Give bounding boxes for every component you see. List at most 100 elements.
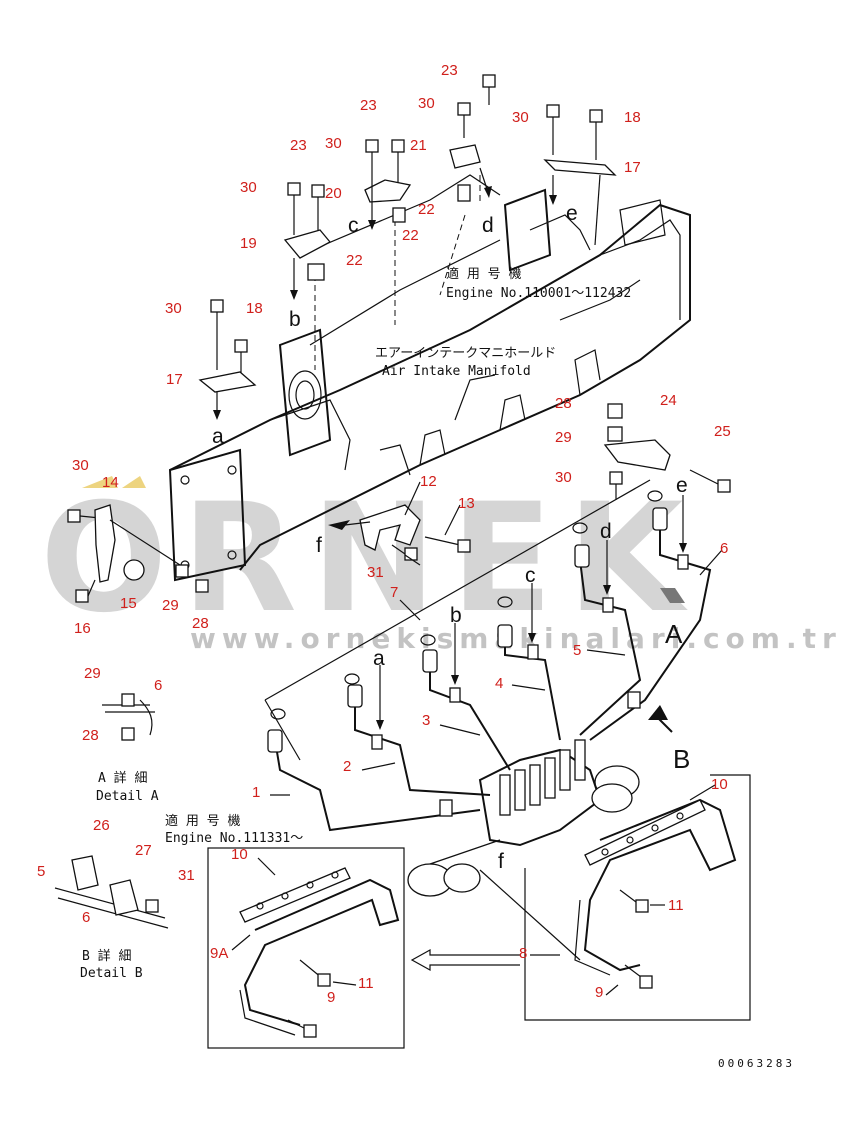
leader-line	[309, 239, 501, 346]
leader-line	[299, 174, 501, 256]
leader-line	[594, 174, 601, 246]
callout-18: 18	[624, 109, 641, 126]
bolt-23	[311, 184, 325, 230]
bolt-9	[287, 1019, 317, 1038]
callout-30: 30	[512, 109, 529, 126]
callout-29: 29	[555, 429, 572, 446]
bolt-30	[287, 182, 301, 235]
ref-letter-f: f	[498, 850, 504, 873]
watermark-accent	[82, 476, 146, 488]
callout-18: 18	[246, 300, 263, 317]
inset-frame-left	[207, 847, 405, 1049]
assembly-line	[439, 214, 466, 296]
view-label-b: B	[673, 744, 690, 774]
callout-30: 30	[555, 469, 572, 486]
callout-30: 30	[325, 135, 342, 152]
callout-3: 3	[422, 712, 430, 729]
detail-b-title-jp: B 詳 細	[82, 948, 131, 964]
clamp-rail-10	[584, 799, 706, 866]
callout-22: 22	[402, 227, 419, 244]
bolt-30	[210, 299, 224, 370]
detail-a-title-jp: A 詳 細	[98, 770, 147, 786]
note-engine-range-1: Engine No.110001～112432	[446, 286, 631, 301]
note-engine-applicable-jp: 適 用 号 機	[165, 813, 240, 829]
air-intake-manifold	[168, 188, 691, 582]
ref-letter-b: b	[289, 308, 301, 331]
callout-27: 27	[135, 842, 152, 859]
ref-letter-d: d	[482, 214, 494, 237]
leader-line	[264, 479, 651, 701]
cap-ring	[270, 490, 663, 720]
bracket-8	[574, 798, 737, 976]
callout-5: 5	[37, 863, 45, 880]
bolt-25	[689, 469, 731, 493]
inset-frame-right	[524, 774, 751, 1021]
bolt-9	[624, 964, 653, 989]
callout-28: 28	[192, 615, 209, 632]
callout-23: 23	[441, 62, 458, 79]
callout-31: 31	[367, 564, 384, 581]
arrow	[344, 521, 371, 526]
callout-6: 6	[82, 909, 90, 926]
ref-letter-e: e	[676, 474, 688, 497]
callout-26: 26	[93, 817, 110, 834]
view-arrow-b-icon	[648, 705, 668, 720]
callout-11: 11	[358, 975, 374, 992]
callout-4: 4	[495, 675, 503, 692]
leader-line	[479, 869, 581, 961]
callout-5: 5	[573, 642, 581, 659]
callout-29: 29	[84, 665, 101, 682]
callout-30: 30	[165, 300, 182, 317]
arrow	[328, 520, 350, 530]
bolt-30	[365, 139, 379, 185]
callout-10: 10	[711, 776, 728, 793]
callout-25: 25	[714, 423, 731, 440]
callout-12: 12	[420, 473, 437, 490]
callout-17: 17	[166, 371, 183, 388]
bracket-12	[359, 504, 421, 551]
callout-31: 31	[178, 867, 195, 884]
callout-30: 30	[72, 457, 89, 474]
fuel-injection-pump	[407, 739, 640, 897]
arrow	[213, 167, 557, 420]
callout-2: 2	[343, 758, 351, 775]
bolt-11	[299, 959, 331, 987]
bolt-30	[457, 102, 471, 138]
callout-22: 22	[346, 252, 363, 269]
ref-letter-c: c	[525, 564, 536, 587]
callout-30: 30	[240, 179, 257, 196]
arrow	[376, 495, 687, 730]
bracket-24	[603, 439, 671, 471]
transfer-arrow-icon	[410, 948, 520, 972]
callout-19: 19	[240, 235, 257, 252]
leader-line	[109, 519, 181, 566]
watermark-logo: ORNEK	[40, 472, 697, 646]
callout-11: 11	[668, 897, 684, 914]
clamp-21	[449, 144, 481, 169]
spacer-22	[392, 207, 406, 223]
detail-a-title-en: Detail A	[96, 789, 159, 804]
note-engine-range-2: Engine No.111331～	[165, 831, 303, 846]
clamp-19	[283, 229, 332, 259]
callout-28: 28	[82, 727, 99, 744]
leader-line	[264, 699, 301, 761]
detail-b-title-en: Detail B	[80, 966, 143, 981]
bolt-23	[482, 74, 496, 105]
detail-a-figure	[102, 693, 155, 741]
ref-letter-a: a	[373, 647, 385, 670]
callout-17: 17	[624, 159, 641, 176]
clip-29	[175, 564, 189, 578]
bolt-11	[619, 889, 649, 913]
callout-9a: 9A	[210, 945, 228, 962]
callout-13: 13	[458, 495, 475, 512]
callout-21: 21	[410, 137, 427, 154]
callout-6: 6	[154, 677, 162, 694]
clamp-rail-10	[239, 867, 351, 923]
spacer-22	[457, 184, 471, 202]
callout-14: 14	[102, 474, 119, 491]
bracket-9a	[239, 878, 400, 1036]
callout-1: 1	[252, 784, 260, 801]
drawing-number: 00063283	[718, 1057, 795, 1070]
note-manifold-jp: エアーインテークマニホールド	[375, 346, 556, 361]
